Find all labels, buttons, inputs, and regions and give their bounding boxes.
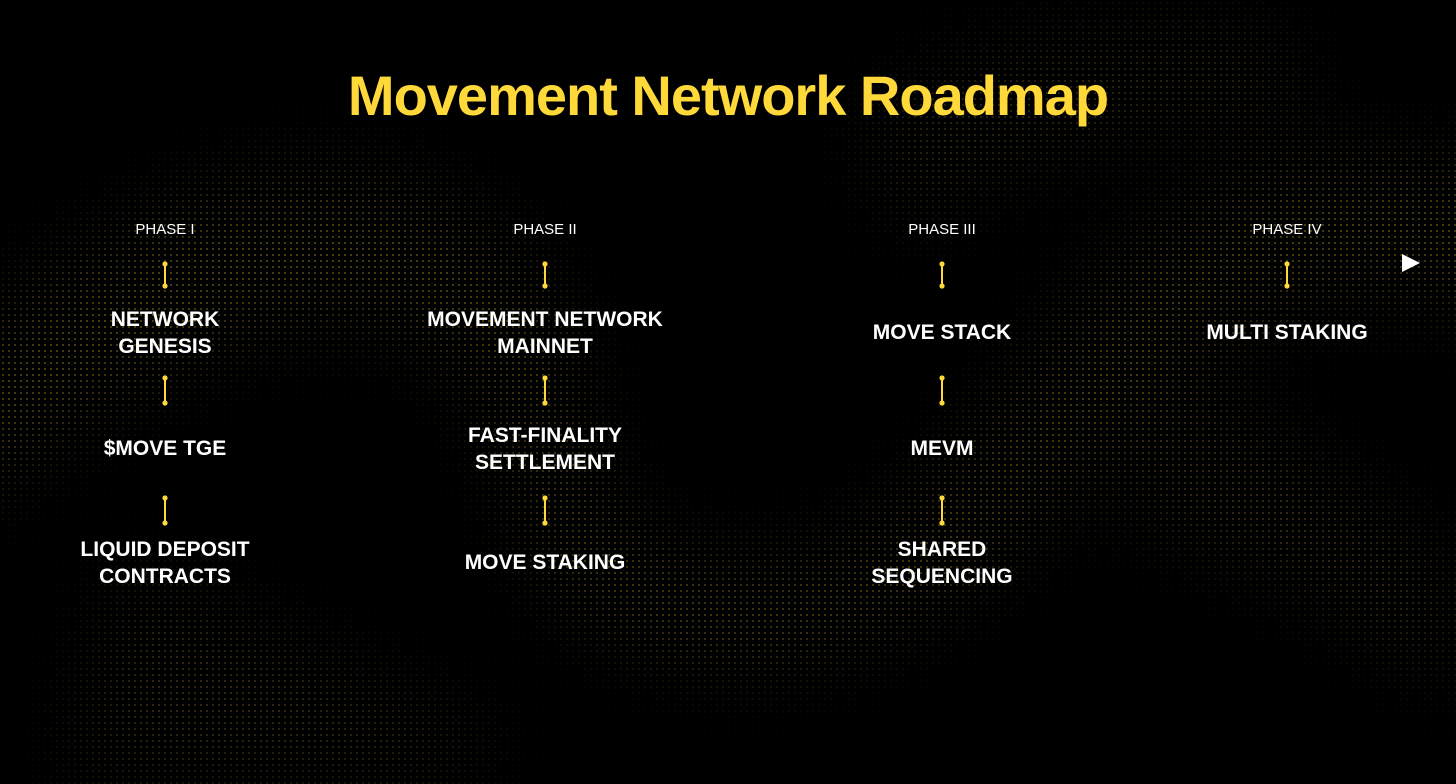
milestone-item: MOVEMENT NETWORK MAINNET (427, 308, 663, 358)
milestone-connector (939, 375, 945, 406)
milestone-connector (542, 495, 548, 526)
timeline-arrowhead (1402, 254, 1420, 272)
phase-marker-1 (162, 261, 168, 289)
milestone-item: MEVM (910, 437, 974, 460)
phase-label-3: PHASE III (908, 221, 976, 238)
milestone-connector (162, 375, 168, 406)
milestone-connector (162, 495, 168, 526)
milestone-connector (939, 495, 945, 526)
milestone-item: LIQUID DEPOSIT CONTRACTS (80, 538, 250, 588)
milestone-item: FAST-FINALITY SETTLEMENT (468, 424, 622, 474)
page-title: Movement Network Roadmap (347, 64, 1109, 127)
phase-marker-3 (939, 261, 945, 289)
phase-label-1: PHASE I (135, 221, 195, 238)
milestone-item: $MOVE TGE (103, 437, 227, 460)
phase-label-4: PHASE IV (1252, 221, 1322, 238)
phase-marker-4 (1284, 261, 1290, 289)
milestone-item: SHARED SEQUENCING (871, 538, 1013, 588)
phase-marker-2 (542, 261, 548, 289)
milestone-connector (542, 375, 548, 406)
milestone-item: NETWORK GENESIS (110, 308, 220, 358)
milestone-item: MULTI STAKING (1206, 321, 1368, 344)
milestone-item: MOVE STACK (872, 321, 1012, 344)
milestone-item: MOVE STAKING (464, 551, 626, 574)
phase-label-2: PHASE II (513, 221, 577, 238)
